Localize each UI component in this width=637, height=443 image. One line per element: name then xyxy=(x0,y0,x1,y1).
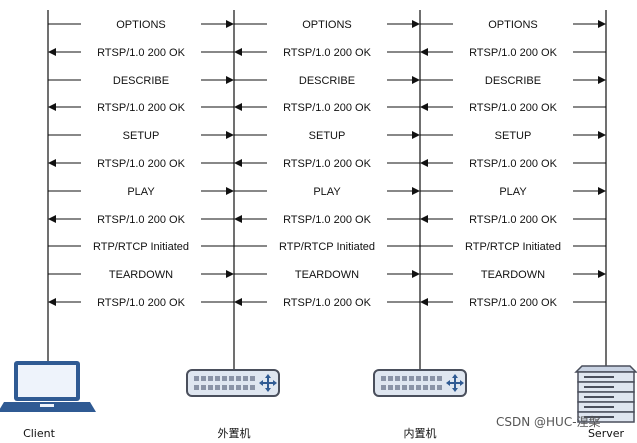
node-label-outer: 外置机 xyxy=(218,426,251,440)
message-label: TEARDOWN xyxy=(295,269,359,281)
message-label: RTSP/1.0 200 OK xyxy=(469,297,558,309)
message-segment: OPTIONS xyxy=(420,19,606,31)
message-label: SETUP xyxy=(309,130,346,142)
message-segment: RTSP/1.0 200 OK xyxy=(48,297,234,309)
message-segment: OPTIONS xyxy=(48,19,234,31)
lifelines xyxy=(47,10,607,370)
message-segment: RTP/RTCP Initiated xyxy=(420,241,606,253)
message-label: DESCRIBE xyxy=(299,75,355,87)
message-label: OPTIONS xyxy=(302,19,352,31)
message-segment: RTSP/1.0 200 OK xyxy=(234,297,420,309)
message-label: RTSP/1.0 200 OK xyxy=(97,102,186,114)
message-segment: TEARDOWN xyxy=(420,269,606,281)
message-label: TEARDOWN xyxy=(481,269,545,281)
message-label: RTP/RTCP Initiated xyxy=(465,241,561,253)
message-segment: RTSP/1.0 200 OK xyxy=(420,47,606,59)
message-segment: SETUP xyxy=(48,130,234,142)
message-label: RTSP/1.0 200 OK xyxy=(283,102,372,114)
message-segment: DESCRIBE xyxy=(234,75,420,87)
message-label: RTSP/1.0 200 OK xyxy=(469,47,558,59)
message-segment: RTSP/1.0 200 OK xyxy=(234,214,420,226)
message-segment: RTSP/1.0 200 OK xyxy=(420,297,606,309)
message-segment: TEARDOWN xyxy=(234,269,420,281)
message-segment: RTSP/1.0 200 OK xyxy=(234,102,420,114)
message-label: TEARDOWN xyxy=(109,269,173,281)
node-label-client: Client xyxy=(23,427,56,440)
message-segment: PLAY xyxy=(234,186,420,198)
message-label: RTP/RTCP Initiated xyxy=(93,241,189,253)
message-label: RTSP/1.0 200 OK xyxy=(469,214,558,226)
message-label: RTSP/1.0 200 OK xyxy=(97,297,186,309)
message-label: PLAY xyxy=(127,186,155,198)
message-label: PLAY xyxy=(313,186,341,198)
message-label: RTSP/1.0 200 OK xyxy=(97,158,186,170)
server-icon xyxy=(574,365,637,423)
message-segment: RTSP/1.0 200 OK xyxy=(48,158,234,170)
message-label: RTSP/1.0 200 OK xyxy=(283,297,372,309)
laptop-icon xyxy=(0,361,96,412)
message-segment: OPTIONS xyxy=(234,19,420,31)
message-label: SETUP xyxy=(123,130,160,142)
watermark: CSDN @HUC-涅槃 xyxy=(496,414,601,429)
message-label: RTSP/1.0 200 OK xyxy=(97,214,186,226)
message-segment: DESCRIBE xyxy=(420,75,606,87)
message-label: RTSP/1.0 200 OK xyxy=(469,102,558,114)
message-segment: RTSP/1.0 200 OK xyxy=(234,158,420,170)
message-segment: RTP/RTCP Initiated xyxy=(234,241,420,253)
message-segment: RTSP/1.0 200 OK xyxy=(234,47,420,59)
message-label: DESCRIBE xyxy=(485,75,541,87)
message-label: OPTIONS xyxy=(116,19,166,31)
message-segment: RTP/RTCP Initiated xyxy=(48,241,234,253)
message-segment: SETUP xyxy=(420,130,606,142)
message-label: DESCRIBE xyxy=(113,75,169,87)
node-label-server: Server xyxy=(588,427,625,440)
message-segment: PLAY xyxy=(420,186,606,198)
node-label-inner: 内置机 xyxy=(404,426,437,440)
message-segment: RTSP/1.0 200 OK xyxy=(420,158,606,170)
message-label: RTSP/1.0 200 OK xyxy=(469,158,558,170)
router-icon-outer xyxy=(186,369,280,397)
message-segment: DESCRIBE xyxy=(48,75,234,87)
message-segment: RTSP/1.0 200 OK xyxy=(48,102,234,114)
message-label: RTSP/1.0 200 OK xyxy=(97,47,186,59)
message-segment: RTSP/1.0 200 OK xyxy=(420,214,606,226)
message-segment: PLAY xyxy=(48,186,234,198)
message-segment: TEARDOWN xyxy=(48,269,234,281)
message-label: RTSP/1.0 200 OK xyxy=(283,214,372,226)
message-label: RTSP/1.0 200 OK xyxy=(283,47,372,59)
message-segment: RTSP/1.0 200 OK xyxy=(48,214,234,226)
message-segment: SETUP xyxy=(234,130,420,142)
message-label: OPTIONS xyxy=(488,19,538,31)
message-label: PLAY xyxy=(499,186,527,198)
message-segment: RTSP/1.0 200 OK xyxy=(48,47,234,59)
messages: OPTIONS OPTIONS OPTIONS RTSP/1.0 200 OK RTSP… xyxy=(48,19,606,309)
message-label: RTP/RTCP Initiated xyxy=(279,241,375,253)
router-icon-inner xyxy=(373,369,467,397)
message-label: SETUP xyxy=(495,130,532,142)
message-label: RTSP/1.0 200 OK xyxy=(283,158,372,170)
message-segment: RTSP/1.0 200 OK xyxy=(420,102,606,114)
